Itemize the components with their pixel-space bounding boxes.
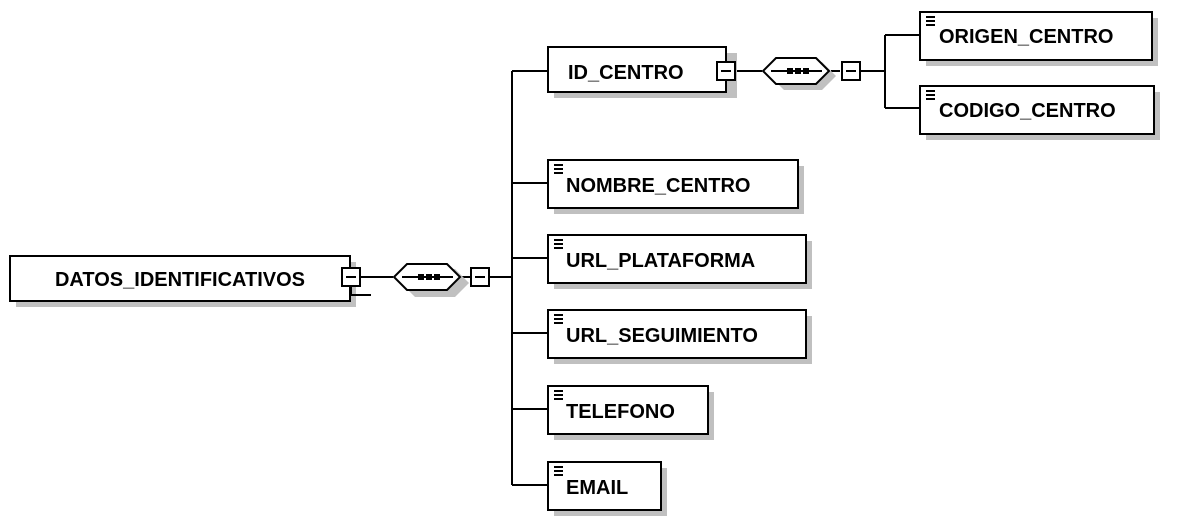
- node-codigo-centro[interactable]: CODIGO_CENTRO: [919, 85, 1160, 140]
- node-label: CODIGO_CENTRO: [939, 100, 1116, 122]
- sequence-compositor-id-centro[interactable]: [761, 57, 836, 90]
- collapse-toggle-sequence-main[interactable]: [470, 267, 490, 287]
- node-id-centro[interactable]: ID_CENTRO: [547, 46, 737, 98]
- node-label: TELEFONO: [566, 401, 675, 423]
- node-label: URL_PLATAFORMA: [566, 250, 755, 272]
- node-label: NOMBRE_CENTRO: [566, 175, 750, 197]
- sequence-compositor-main[interactable]: [392, 263, 469, 297]
- node-datos-identificativos[interactable]: DATOS_IDENTIFICATIVOS: [9, 255, 356, 307]
- node-label: DATOS_IDENTIFICATIVOS: [55, 269, 305, 291]
- node-url-plataforma[interactable]: URL_PLATAFORMA: [547, 234, 812, 289]
- node-email[interactable]: EMAIL: [547, 461, 667, 516]
- node-label: URL_SEGUIMIENTO: [566, 325, 758, 347]
- collapse-toggle-id-centro[interactable]: [716, 61, 736, 81]
- node-label: ORIGEN_CENTRO: [939, 26, 1113, 48]
- connector-lines: [371, 34, 920, 486]
- node-nombre-centro[interactable]: NOMBRE_CENTRO: [547, 159, 804, 214]
- collapse-toggle-sequence-id-centro[interactable]: [841, 61, 861, 81]
- node-telefono[interactable]: TELEFONO: [547, 385, 714, 440]
- collapse-toggle-root[interactable]: [341, 267, 371, 296]
- node-url-seguimiento[interactable]: URL_SEGUIMIENTO: [547, 309, 812, 364]
- node-label: ID_CENTRO: [568, 62, 684, 84]
- node-label: EMAIL: [566, 477, 628, 499]
- node-origen-centro[interactable]: ORIGEN_CENTRO: [919, 11, 1158, 66]
